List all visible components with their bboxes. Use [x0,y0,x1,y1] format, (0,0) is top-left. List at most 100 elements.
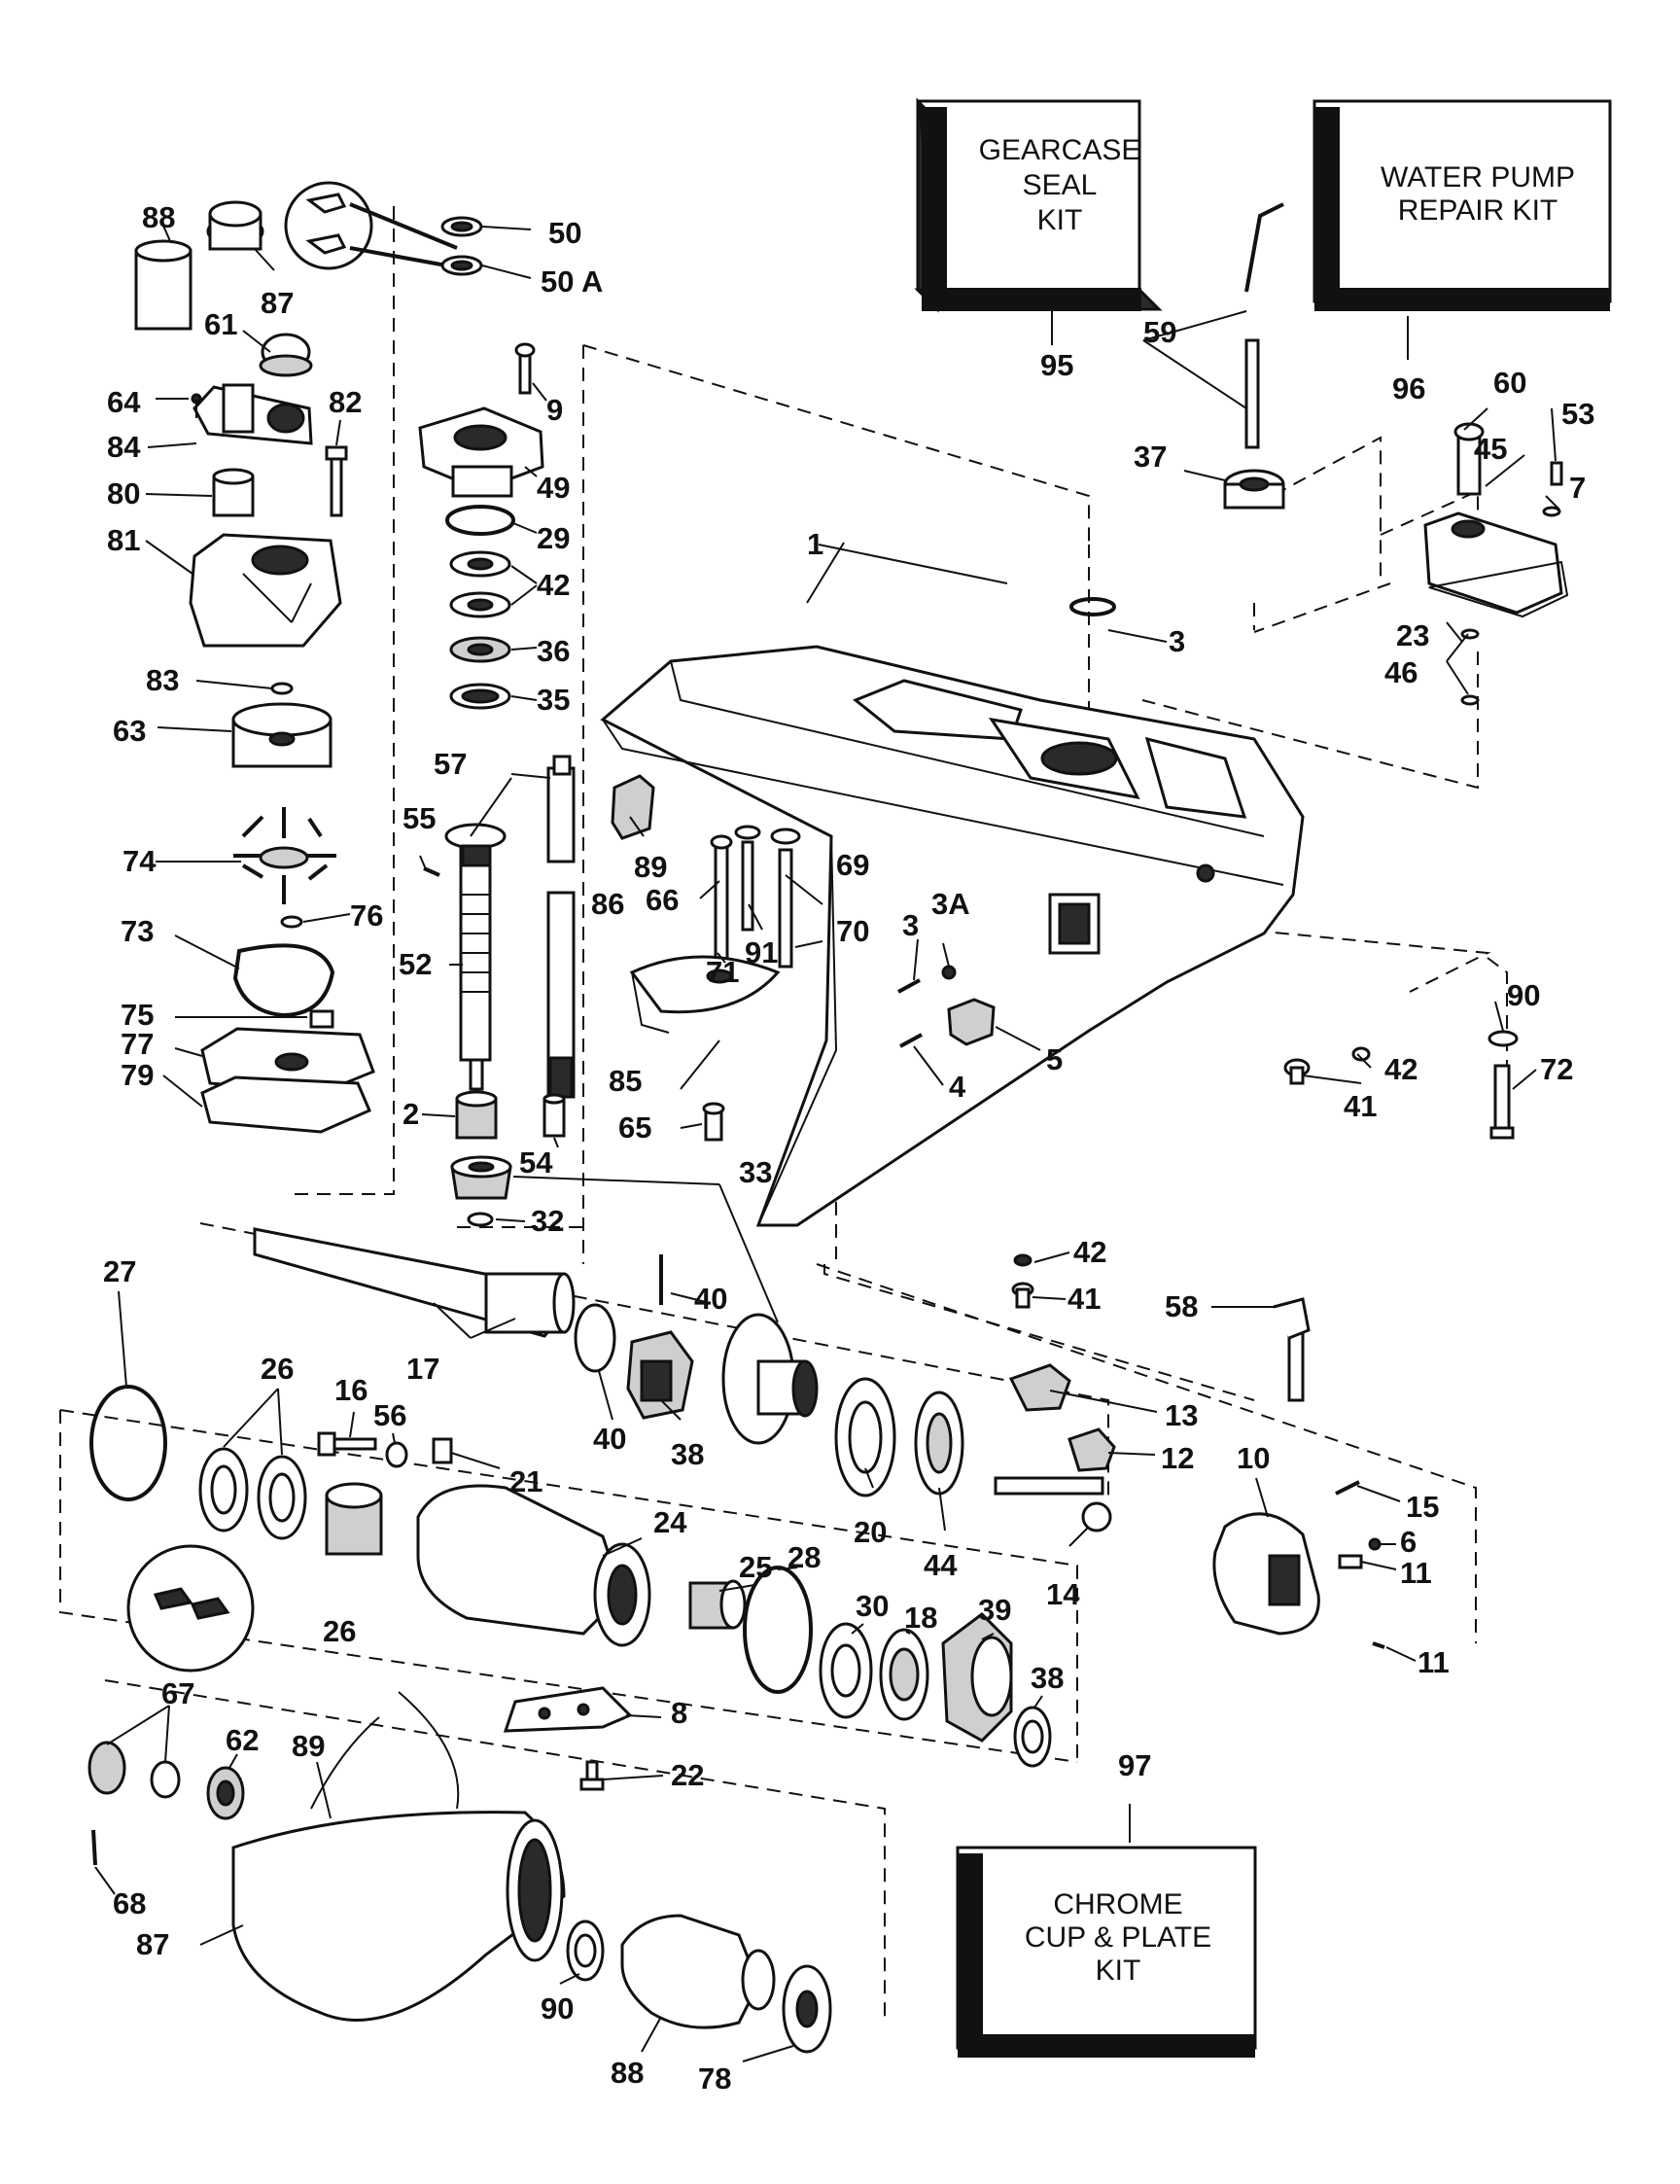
callout-4: 4 [949,1070,966,1104]
callout-84: 84 [107,430,141,464]
callout-15: 14 [1046,1577,1080,1611]
washer-78 [782,1964,832,2054]
pin-11 [1372,1641,1385,1649]
callout-45: 45 [1474,432,1507,466]
callout-92: 88 [142,200,175,234]
thrust-washer-20 [834,1377,896,1497]
seals-27 [198,1447,307,1540]
bolt-72 [1489,1064,1515,1140]
callout-53: 53 [1561,397,1594,431]
thrust-bearing-33 [449,683,511,710]
o-ring-76 [280,915,303,929]
nut-31 [467,1212,494,1227]
callout-13: 12 [1161,1441,1194,1475]
callout-93-right: 90 [1507,978,1540,1012]
pin-16 [1335,1480,1360,1496]
callout-82: 82 [329,385,362,419]
pinion-gear-32 [450,1155,512,1200]
callout-64: 64 [107,385,141,419]
callout-3-mid: 3 [902,908,919,942]
callout-33: 35 [537,683,570,717]
callout-62: 62 [226,1723,259,1757]
callout-1: 1 [807,527,823,561]
callout-66: 66 [646,883,679,917]
callout-2: 2 [402,1097,419,1131]
bearing-2 [455,1090,498,1140]
seal-75 [309,1009,334,1029]
callout-3-top: 3 [1169,624,1185,658]
gearcase-seal-kit-line3: KIT [1037,204,1083,236]
plug-41-lower [1011,1282,1034,1309]
washer-93 [1488,1030,1519,1047]
callout-85: 85 [609,1064,642,1098]
gearcase-seal-kit-line2: SEAL [1023,169,1098,201]
callout-83: 83 [146,663,179,697]
seal-detail-circle [284,181,458,270]
pump-body-81 [189,533,342,648]
callout-72: 72 [1540,1052,1573,1086]
bearing-carrier-24 [416,1484,651,1647]
callout-46: 46 [1384,655,1418,689]
callout-18: 17 [406,1352,439,1386]
spacer-80 [212,468,255,517]
callout-35: 37 [1134,440,1167,474]
pinion-driveshaft-52 [444,823,507,1091]
bolt-9 [514,342,536,395]
callout-70: 70 [836,914,869,948]
shims-43 [449,550,511,618]
callout-17: 16 [334,1373,368,1407]
nut-67 [88,1741,181,1799]
washer-36 [1013,1706,1052,1768]
callout-labels: 88 87 50 50 A 61 64 82 84 80 81 9 49 29 … [103,200,1594,2096]
shim-44 [914,1391,964,1496]
gasket-23 [1428,560,1569,618]
callout-61: 61 [204,307,237,341]
callout-90-auto: 90 [541,1991,574,2025]
callout-24: 24 [653,1505,687,1539]
gearcase-housing-1 [600,645,1305,1227]
callout-22: 22 [671,1758,704,1792]
bushing-54 [542,1093,566,1138]
anode-86 [611,774,655,840]
shifter-13 [1068,1427,1116,1472]
callout-94: 91 [745,935,778,969]
leader-lines [94,225,1560,2062]
pump-cover-61 [259,333,313,377]
impeller-cup-63 [231,702,332,768]
washer-30 [819,1622,873,1719]
gearcase-seal-kit-box: GEARCASE SEAL KIT [914,97,1163,313]
propeller-89 [231,1691,566,2022]
callout-28-right: 28 [788,1540,821,1574]
callout-8: 8 [671,1696,687,1730]
callout-97: 97 [1118,1748,1151,1782]
callout-30: 30 [856,1589,889,1623]
callout-73: 73 [121,914,154,948]
bearing-19 [879,1628,929,1721]
callout-55: 55 [402,801,436,835]
washer-46a [1460,628,1480,640]
callout-21: 21 [509,1464,542,1498]
callout-50: 50 [548,216,581,250]
callout-36: 38 [1031,1661,1064,1695]
callout-10: 10 [1237,1441,1270,1475]
screw-22 [579,1760,605,1791]
trim-tab-71 [629,955,781,1034]
thrust-washer-34 [449,636,511,663]
thrust-hub-88 [620,1914,776,2029]
seal-housing-49 [418,406,544,498]
gearcase-seal-kit-line1: GEARCASE [979,134,1141,166]
callout-78: 78 [698,2061,731,2096]
shift-cover-45 [1423,511,1563,615]
callout-54: 54 [519,1145,553,1180]
gasket-73 [232,943,335,1018]
callout-69: 69 [836,848,869,882]
needle-bearing-26 [325,1482,383,1556]
callout-29: 29 [537,521,570,555]
callout-11-auto: 11 [1418,1645,1450,1679]
gasket-79 [200,1075,371,1134]
screw-53 [1550,461,1563,486]
retainer-21 [432,1437,453,1464]
screw-3 [897,978,921,994]
callout-31: 32 [531,1204,564,1238]
pump-housing-84 [192,383,313,445]
